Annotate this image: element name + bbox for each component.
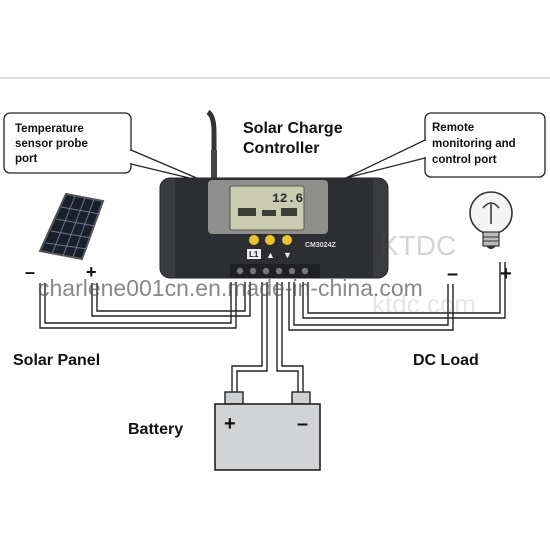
lcd-readout: 12.6 [272, 191, 303, 206]
battery-negative-sign: – [297, 413, 308, 435]
lcd-screen [229, 185, 305, 231]
load-positive-sign: + [500, 263, 512, 285]
load-negative-sign: – [447, 263, 458, 285]
button-1 [249, 235, 259, 245]
key-label-2: ▲ [266, 250, 275, 260]
battery-label: Battery [128, 421, 183, 438]
button-2 [265, 235, 275, 245]
remote-callout-line-1: Remote [432, 122, 474, 134]
key-label-1: L1 [249, 250, 259, 259]
site-watermark: charlene001cn.en.made-in-china.com [38, 275, 423, 301]
solar-panel-icon [38, 192, 105, 261]
battery-positive-sign: + [224, 413, 236, 435]
charge-controller-device: 12.6 L1 ▲ ▼ CM3024Z [159, 109, 389, 279]
light-bulb-icon [469, 191, 513, 249]
button-3 [282, 235, 292, 245]
battery-icon [214, 391, 321, 471]
temperature-callout-line-1: Temperature [15, 123, 84, 135]
temperature-sensor-callout: Temperature sensor probe port [3, 112, 207, 183]
key-label-3: ▼ [283, 250, 292, 260]
wires [39, 262, 506, 392]
diagram-title-line-2: Controller [243, 140, 319, 157]
faint-watermark: ktdc.com [372, 289, 476, 319]
temperature-callout-line-3: port [15, 153, 38, 165]
diagram-title-line-1: Solar Charge [243, 120, 343, 137]
dc-load-label: DC Load [413, 352, 479, 369]
remote-callout-line-3: control port [432, 154, 497, 166]
model-label: CM3024Z [305, 242, 336, 249]
brand-watermark: KTDC [380, 230, 456, 261]
temperature-callout-line-2: sensor probe [15, 138, 88, 150]
panel-positive-sign: + [86, 262, 97, 282]
solar-panel-label: Solar Panel [13, 352, 100, 369]
panel-negative-sign: – [25, 262, 35, 282]
remote-callout-line-2: monitoring and [432, 138, 516, 150]
remote-port-callout: Remote monitoring and control port [345, 112, 546, 179]
